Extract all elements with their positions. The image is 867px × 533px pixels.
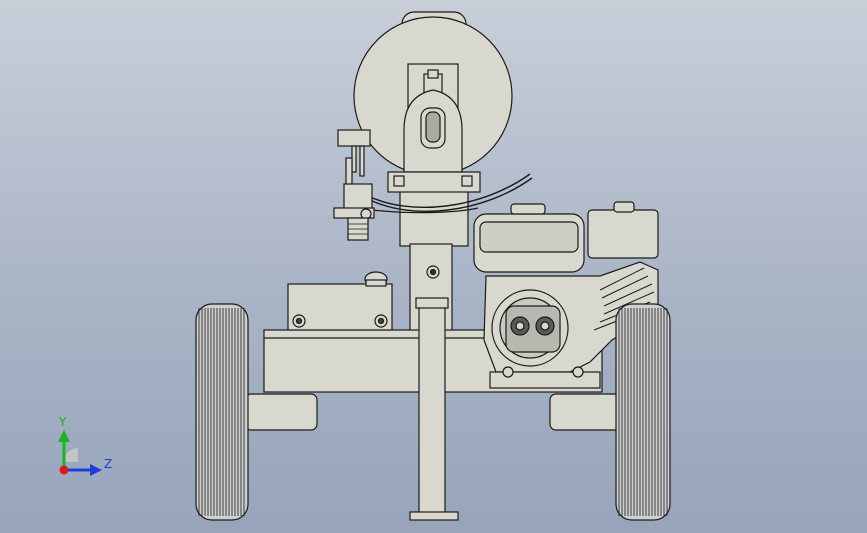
z-axis-label: Z bbox=[104, 457, 112, 471]
coordinate-triad: Y Z bbox=[58, 415, 112, 476]
wedge-head[interactable] bbox=[387, 69, 481, 193]
right-wheel[interactable] bbox=[615, 303, 671, 521]
y-axis-arrowhead bbox=[58, 430, 70, 442]
hydraulic-hose bbox=[367, 173, 533, 214]
z-axis-arrowhead bbox=[90, 464, 102, 476]
triad-origin bbox=[59, 465, 69, 475]
oil-tank[interactable] bbox=[287, 271, 393, 331]
control-valve[interactable] bbox=[333, 129, 375, 241]
tow-tongue[interactable] bbox=[409, 297, 459, 521]
engine[interactable] bbox=[473, 201, 659, 389]
left-wheel[interactable] bbox=[195, 303, 249, 521]
axle bbox=[244, 393, 623, 431]
y-axis-label: Y bbox=[58, 415, 67, 429]
